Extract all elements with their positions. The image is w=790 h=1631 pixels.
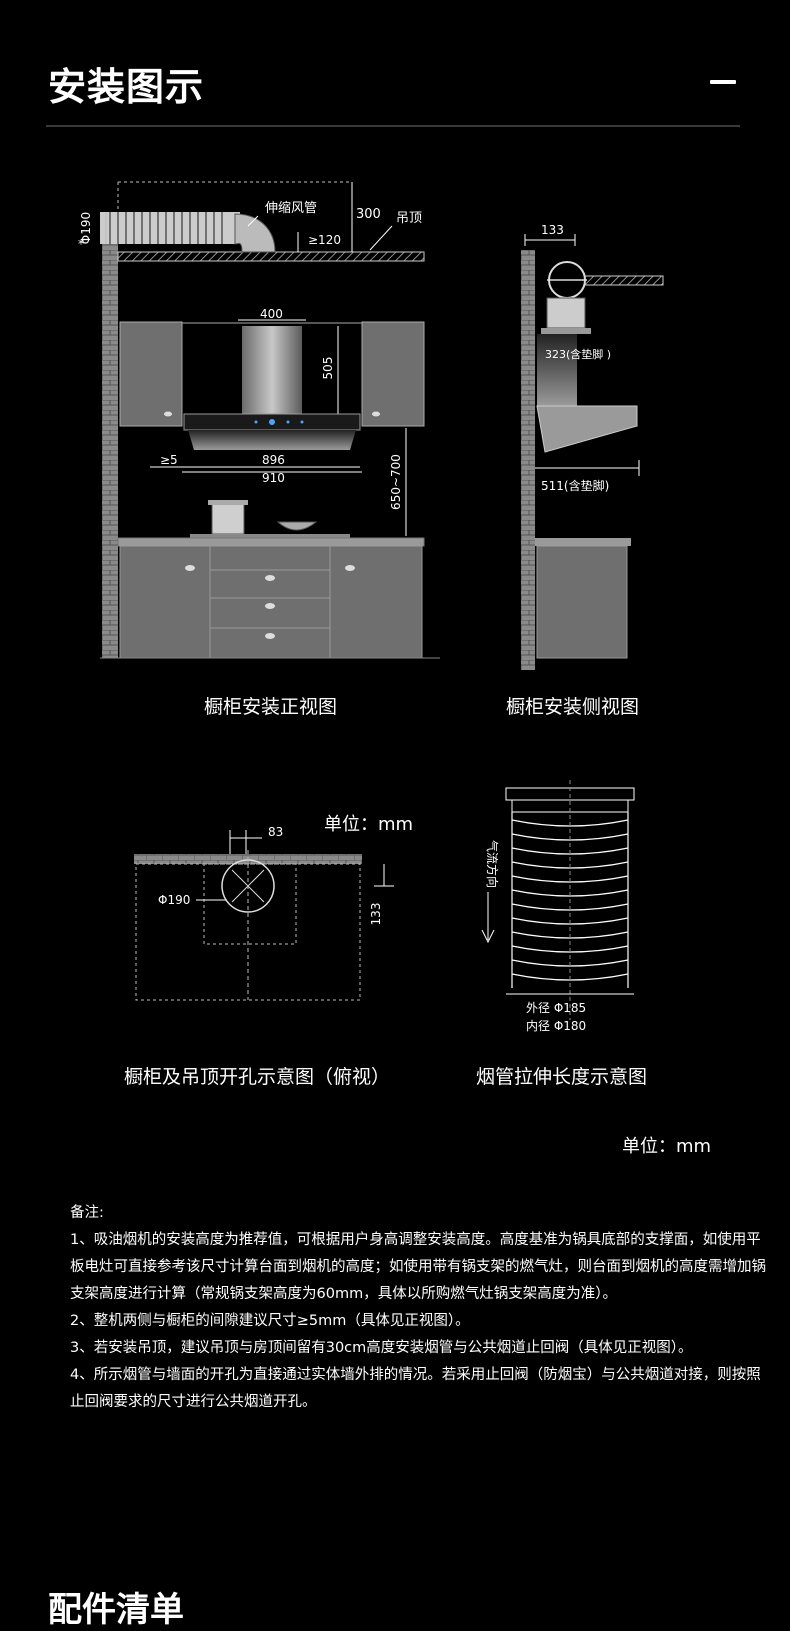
- side-view-diagram: 133 323(含垫脚 ) 511(含垫脚): [521, 223, 664, 670]
- upper-cabinet-left: [119, 321, 183, 427]
- pipe-diagram: 气流方向 外径 Φ185 内径 Φ180: [481, 780, 635, 1033]
- dim-gap: ≥5: [160, 453, 178, 467]
- notes-title: 备注:: [70, 1205, 104, 1221]
- hood-chimney: [242, 326, 302, 414]
- side-view-caption: 橱柜安装侧视图: [506, 696, 640, 718]
- dim-height: 650~700: [389, 454, 403, 510]
- countertop: [117, 537, 425, 547]
- wok: [276, 521, 318, 531]
- collapse-icon[interactable]: [710, 80, 736, 84]
- pipe-caption: 烟管拉伸长度示意图: [476, 1066, 648, 1088]
- hood-chimney-side: [537, 334, 577, 406]
- dim-300: 300: [356, 207, 381, 222]
- note-item: 2、整机两侧与橱柜的间隙建议尺寸≥5mm（具体见正视图）。: [70, 1313, 470, 1329]
- dim-910: 910: [262, 471, 285, 485]
- duct-label: 伸缩风管: [265, 200, 317, 216]
- outer-diameter: 外径 Φ185: [526, 1001, 586, 1015]
- ceiling-label: 吊顶: [396, 211, 422, 226]
- wall: [521, 250, 535, 670]
- dim-133: 133: [541, 223, 564, 237]
- upper-cabinet-right: [361, 321, 425, 427]
- dim-511: 511(含垫脚): [541, 478, 609, 493]
- base-cabinet-side: [536, 545, 628, 659]
- dim-323: 323(含垫脚 ): [545, 347, 611, 361]
- hood-bottom: [188, 430, 356, 450]
- drawers: [209, 545, 331, 659]
- base-cabinet-right: [329, 545, 423, 659]
- dim-896: 896: [262, 453, 285, 467]
- ceiling: [117, 251, 425, 262]
- ceiling: [574, 275, 664, 286]
- front-view-diagram: Φ190 * 伸缩风管 300 ≥120 吊顶 400 505 ≥5 896 9…: [78, 181, 440, 659]
- note-item: 1、吸油烟机的安装高度为推荐值，可根据用户身高调整安装高度。高度基准为锅具底部的…: [70, 1232, 766, 1302]
- top-view-unit: 单位：mm: [324, 814, 414, 835]
- notes-section: 备注: 1、吸油烟机的安装高度为推荐值，可根据用户身高调整安装高度。高度基准为锅…: [70, 1200, 770, 1416]
- dim-phi190: Φ190: [158, 893, 190, 907]
- page-title: 安装图示: [48, 65, 205, 109]
- pot: [211, 503, 245, 535]
- duct-note-star: *: [78, 237, 84, 251]
- top-view-caption: 橱柜及吊顶开孔示意图（俯视）: [124, 1066, 391, 1088]
- dim-400: 400: [260, 307, 283, 321]
- dim-505: 505: [321, 357, 335, 380]
- hood-body-side: [536, 405, 638, 453]
- note-item: 4、所示烟管与墙面的开孔为直接通过实体墙外排的情况。若采用止回阀（防烟宝）与公共…: [70, 1367, 761, 1410]
- airflow-label: 气流方向: [485, 840, 500, 888]
- unit-label: 单位：mm: [622, 1136, 712, 1157]
- duct-diameter-label: Φ190: [79, 212, 93, 244]
- inner-diameter: 内径 Φ180: [526, 1019, 586, 1033]
- dim-133-top: 133: [369, 903, 383, 926]
- duct: [100, 212, 240, 244]
- dim-120: ≥120: [308, 233, 341, 247]
- note-item: 3、若安装吊顶，建议吊顶与房顶间留有30cm高度安装烟管与公共烟道止回阀（具体见…: [70, 1340, 693, 1356]
- duct: [546, 297, 586, 329]
- title-divider: [46, 125, 740, 127]
- front-view-caption: 橱柜安装正视图: [204, 696, 338, 718]
- next-section-title: 配件清单: [48, 1590, 184, 1630]
- base-cabinet-left: [119, 545, 211, 659]
- dim-83: 83: [268, 825, 283, 839]
- wall: [102, 238, 118, 658]
- top-view-diagram: 83 Φ190 133: [134, 825, 394, 1001]
